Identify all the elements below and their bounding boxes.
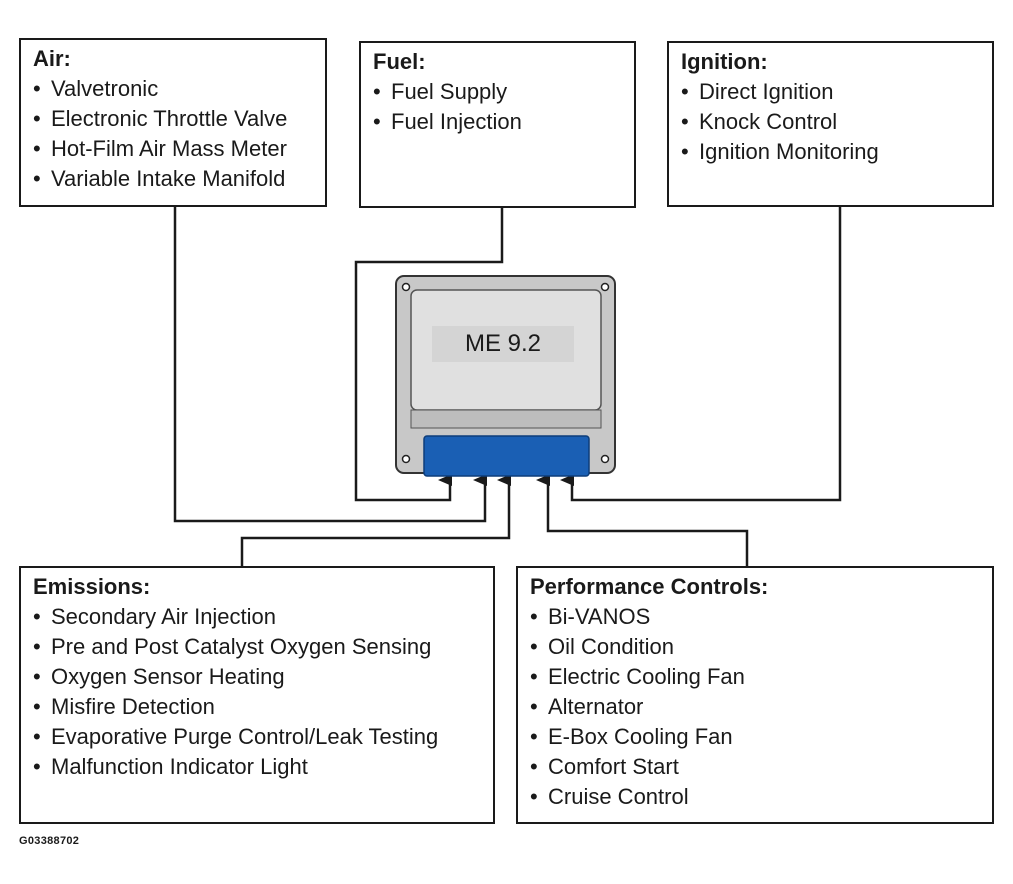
emissions-box: Emissions: • Secondary Air Injection • Pre …	[19, 566, 495, 824]
fuel-connector	[354, 208, 504, 502]
bullet-icon: •	[681, 139, 689, 164]
list-item-label: Oil Condition	[548, 634, 674, 659]
list-item: • Knock Control	[681, 107, 982, 137]
ecu-face-strip	[410, 409, 602, 429]
list-item: • Oxygen Sensor Heating	[33, 662, 483, 692]
bullet-icon: •	[373, 109, 381, 134]
list-item: • Oil Condition	[530, 632, 982, 662]
list-item: • Ignition Monitoring	[681, 137, 982, 167]
bullet-icon: •	[33, 76, 41, 101]
list-item-label: Fuel Injection	[391, 109, 522, 134]
performance-list: • Bi-VANOS • Oil Condition • Electric Cooling…	[530, 602, 982, 812]
list-item: • Bi-VANOS	[530, 602, 982, 632]
list-item-label: Electric Cooling Fan	[548, 664, 745, 689]
bullet-icon: •	[530, 634, 538, 659]
fuel-title: Fuel:	[373, 49, 426, 74]
list-item-label: Electronic Throttle Valve	[51, 106, 288, 131]
list-item-label: Malfunction Indicator Light	[51, 754, 308, 779]
bullet-icon: •	[530, 604, 538, 629]
list-item-label: Direct Ignition	[699, 79, 834, 104]
list-item-label: Secondary Air Injection	[51, 604, 277, 629]
screw-icon	[401, 282, 411, 292]
list-item-label: Oxygen Sensor Heating	[51, 664, 285, 689]
emissions-title: Emissions:	[33, 574, 151, 599]
ecu-connector	[423, 435, 590, 477]
screw-icon	[401, 454, 411, 464]
list-item: • Comfort Start	[530, 752, 982, 782]
bullet-icon: •	[681, 79, 689, 104]
fuel-box: Fuel: • Fuel Supply • Fuel Injection	[359, 41, 636, 208]
bullet-icon: •	[33, 136, 41, 161]
bullet-icon: •	[33, 664, 41, 689]
list-item-label: Valvetronic	[51, 76, 159, 101]
list-item: • Fuel Supply	[373, 77, 624, 107]
list-item: • Electronic Throttle Valve	[33, 104, 315, 134]
bullet-icon: •	[33, 634, 41, 659]
bullet-icon: •	[33, 604, 41, 629]
bullet-icon: •	[33, 106, 41, 131]
list-item: • Fuel Injection	[373, 107, 624, 137]
ignition-title: Ignition:	[681, 49, 768, 74]
ignition-list: • Direct Ignition • Knock Control • Ignition …	[681, 77, 982, 167]
list-item: • Cruise Control	[530, 782, 982, 812]
bullet-icon: •	[33, 724, 41, 749]
list-item-label: Pre and Post Catalyst Oxygen Sensing	[51, 634, 432, 659]
ignition-connector	[560, 207, 842, 502]
bullet-icon: •	[530, 664, 538, 689]
list-item: • Misfire Detection	[33, 692, 483, 722]
list-item: • E-Box Cooling Fan	[530, 722, 982, 752]
air-list: • Valvetronic • Electronic Throttle Valve • H…	[33, 74, 315, 194]
list-item-label: Cruise Control	[548, 784, 689, 809]
screw-icon	[600, 282, 610, 292]
bullet-icon: •	[530, 724, 538, 749]
bullet-icon: •	[530, 754, 538, 779]
bullet-icon: •	[681, 109, 689, 134]
bullet-icon: •	[373, 79, 381, 104]
screw-icon	[600, 454, 610, 464]
list-item: • Hot-Film Air Mass Meter	[33, 134, 315, 164]
list-item: • Direct Ignition	[681, 77, 982, 107]
list-item-label: E-Box Cooling Fan	[548, 724, 733, 749]
fuel-list: • Fuel Supply • Fuel Injection	[373, 77, 624, 137]
list-item: • Secondary Air Injection	[33, 602, 483, 632]
list-item: • Alternator	[530, 692, 982, 722]
emissions-connector	[240, 474, 511, 566]
list-item-label: Knock Control	[699, 109, 838, 134]
list-item-label: Misfire Detection	[51, 694, 215, 719]
performance-title: Performance Controls:	[530, 574, 769, 599]
air-title: Air:	[33, 46, 71, 71]
ecu-label-panel	[432, 326, 574, 362]
ignition-box: Ignition: • Direct Ignition • Knock Control…	[667, 41, 994, 207]
ecu-label: ME 9.2	[464, 330, 542, 357]
emissions-list: • Secondary Air Injection • Pre and Post Ca…	[33, 602, 483, 782]
air-box: Air: • Valvetronic • Electronic Throttle Va…	[19, 38, 327, 207]
list-item: • Evaporative Purge Control/Leak Testing	[33, 722, 483, 752]
list-item-label: Variable Intake Manifold	[51, 166, 286, 191]
list-item: • Electric Cooling Fan	[530, 662, 982, 692]
bullet-icon: •	[33, 694, 41, 719]
bullet-icon: •	[530, 694, 538, 719]
list-item-label: Comfort Start	[548, 754, 679, 779]
list-item-label: Hot-Film Air Mass Meter	[51, 136, 287, 161]
list-item-label: Fuel Supply	[391, 79, 508, 104]
list-item: • Valvetronic	[33, 74, 315, 104]
list-item-label: Evaporative Purge Control/Leak Testing	[51, 724, 439, 749]
bullet-icon: •	[33, 754, 41, 779]
list-item: • Variable Intake Manifold	[33, 164, 315, 194]
list-item-label: Bi-VANOS	[548, 604, 651, 629]
list-item-label: Ignition Monitoring	[699, 139, 879, 164]
list-item-label: Alternator	[548, 694, 644, 719]
performance-connector	[536, 474, 749, 566]
list-item: • Malfunction Indicator Light	[33, 752, 483, 782]
list-item: • Pre and Post Catalyst Oxygen Sensing	[33, 632, 483, 662]
figure-id: G03388702	[19, 835, 80, 847]
bullet-icon: •	[530, 784, 538, 809]
bullet-icon: •	[33, 166, 41, 191]
performance-box: Performance Controls: • Bi-VANOS • Oil Cond…	[516, 566, 994, 824]
ecu-screw-icons	[401, 282, 610, 464]
air-connector	[173, 207, 487, 523]
